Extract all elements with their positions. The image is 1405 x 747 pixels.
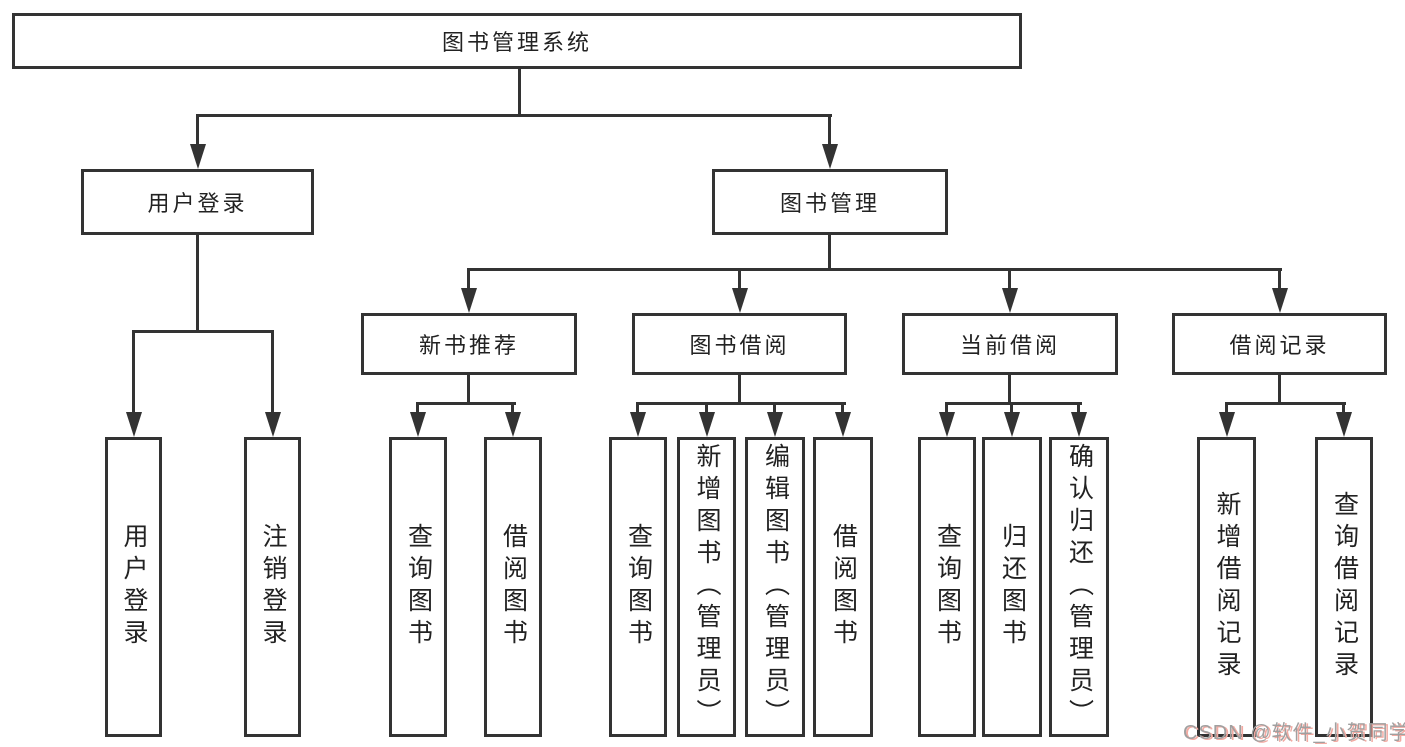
node-label: 图书管理 <box>779 191 880 216</box>
node-label: 查询借阅记录 <box>1330 491 1359 683</box>
connector-line <box>416 402 516 405</box>
connector-line <box>132 330 135 415</box>
node-user-login: 用户登录 <box>81 169 314 235</box>
leaf-logout: 注销登录 <box>244 437 301 737</box>
leaf-query-books: 查询图书 <box>918 437 976 737</box>
leaf-borrow-books: 借阅图书 <box>484 437 542 737</box>
node-new-book-recommendation: 新书推荐 <box>361 313 577 375</box>
connector-line <box>1278 372 1281 405</box>
node-label: 查询图书 <box>624 523 653 651</box>
node-label: 用户登录 <box>147 191 248 216</box>
arrow-head-icon <box>1219 412 1235 437</box>
node-label: 查询图书 <box>404 523 433 651</box>
node-book-management: 图书管理 <box>712 169 948 235</box>
node-label: 借阅记录 <box>1229 333 1330 358</box>
connector-line <box>1077 402 1080 416</box>
node-borrowing-records: 借阅记录 <box>1172 313 1387 375</box>
arrow-head-icon <box>732 288 748 313</box>
node-label: 当前借阅 <box>959 333 1060 358</box>
connector-line <box>945 402 1082 405</box>
node-label: 查询图书 <box>933 523 962 651</box>
connector-line <box>467 268 470 292</box>
connector-line <box>271 330 274 415</box>
arrow-head-icon <box>410 412 426 437</box>
leaf-edit-books-admin: 编辑图书（管理员） <box>745 437 805 737</box>
node-book-borrowing: 图书借阅 <box>632 313 847 375</box>
leaf-add-borrow-record: 新增借阅记录 <box>1197 437 1256 737</box>
connector-line <box>467 372 470 405</box>
node-label: 借阅图书 <box>499 523 528 651</box>
connector-line <box>196 232 199 333</box>
connector-line <box>705 402 708 416</box>
leaf-add-books-admin: 新增图书（管理员） <box>677 437 736 737</box>
arrow-head-icon <box>699 412 715 437</box>
connector-line <box>196 114 199 146</box>
connector-line <box>1008 372 1011 405</box>
arrow-head-icon <box>630 412 646 437</box>
leaf-query-books: 查询图书 <box>389 437 447 737</box>
node-library-system: 图书管理系统 <box>12 13 1022 69</box>
leaf-query-borrow-record: 查询借阅记录 <box>1315 437 1373 737</box>
arrow-head-icon <box>1004 412 1020 437</box>
arrow-head-icon <box>505 412 521 437</box>
connector-line <box>416 402 419 416</box>
connector-line <box>636 402 846 405</box>
node-label: 编辑图书（管理员） <box>761 443 790 731</box>
arrow-head-icon <box>835 412 851 437</box>
arrow-head-icon <box>1002 288 1018 313</box>
connector-line <box>511 402 514 416</box>
connector-line <box>518 69 521 117</box>
arrow-head-icon <box>126 412 142 437</box>
arrow-head-icon <box>1071 412 1087 437</box>
node-label: 图书管理系统 <box>441 30 592 55</box>
leaf-return-books: 归还图书 <box>982 437 1042 737</box>
connector-line <box>467 268 1282 271</box>
connector-line <box>738 372 741 405</box>
arrow-head-icon <box>265 412 281 437</box>
node-label: 新增借阅记录 <box>1213 491 1241 683</box>
leaf-query-books: 查询图书 <box>609 437 667 737</box>
node-label: 借阅图书 <box>829 523 858 651</box>
connector-line <box>196 114 832 117</box>
node-label: 注销登录 <box>259 523 287 651</box>
node-label: 归还图书 <box>998 523 1027 651</box>
arrow-head-icon <box>190 144 206 169</box>
node-label: 图书借阅 <box>689 333 790 358</box>
connector-line <box>1278 268 1281 292</box>
connector-line <box>738 268 741 292</box>
csdn-watermark: CSDN @软件_小贺同学 <box>1183 722 1405 744</box>
arrow-head-icon <box>461 288 477 313</box>
connector-line <box>1010 402 1013 416</box>
connector-line <box>828 232 831 271</box>
node-label: 用户登录 <box>120 523 148 651</box>
connector-line <box>1342 402 1345 416</box>
arrow-head-icon <box>1272 288 1288 313</box>
node-current-borrowing: 当前借阅 <box>902 313 1118 375</box>
arrow-head-icon <box>1336 412 1352 437</box>
arrow-head-icon <box>767 412 783 437</box>
connector-line <box>1008 268 1011 292</box>
leaf-borrow-books: 借阅图书 <box>813 437 873 737</box>
leaf-user-login: 用户登录 <box>105 437 162 737</box>
node-label: 新书推荐 <box>418 333 519 358</box>
connector-line <box>828 114 831 146</box>
node-label: 确认归还（管理员） <box>1065 443 1094 731</box>
connector-line <box>1225 402 1228 416</box>
connector-line <box>945 402 948 416</box>
node-label: 新增图书（管理员） <box>693 443 721 731</box>
leaf-confirm-return-admin: 确认归还（管理员） <box>1049 437 1109 737</box>
connector-line <box>636 402 639 416</box>
connector-line <box>773 402 776 416</box>
connector-line <box>1225 402 1346 405</box>
connector-line <box>841 402 844 416</box>
connector-line <box>132 330 274 333</box>
arrow-head-icon <box>822 144 838 169</box>
arrow-head-icon <box>939 412 955 437</box>
